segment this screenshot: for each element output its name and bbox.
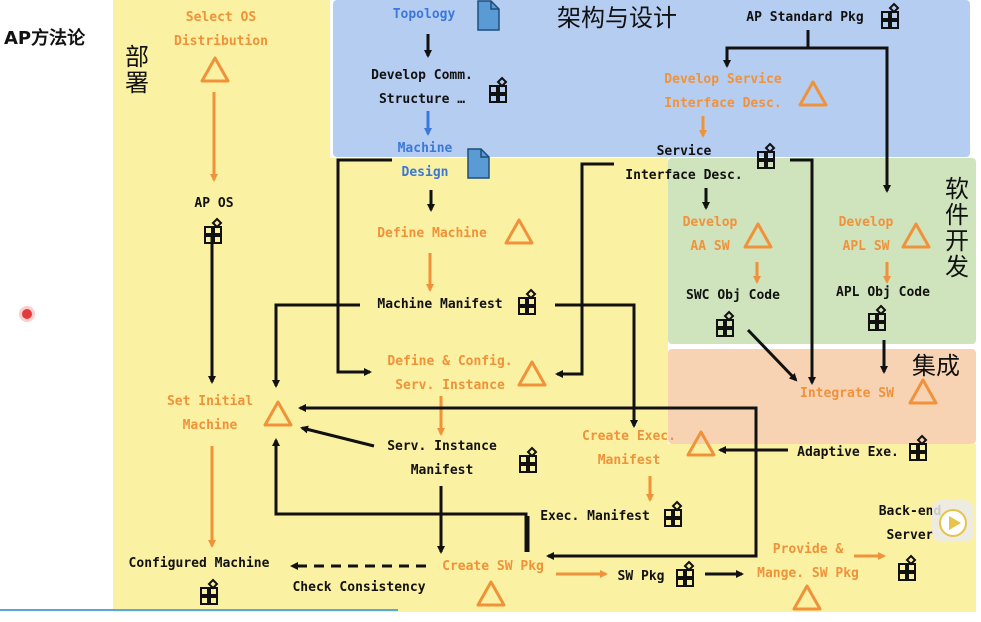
- develop-comm-work-product-icon: [489, 77, 507, 103]
- apl-obj-code-work-product-icon: [868, 305, 886, 331]
- architecture-zone: [333, 0, 970, 157]
- serv-instance-manifest-label: Serv. Instance Manifest: [387, 439, 497, 478]
- set-initial-machine-label: Set Initial Machine: [166, 394, 254, 433]
- integration-zone-label: 集成: [912, 352, 960, 380]
- machine-manifest-work-product-icon: [518, 289, 536, 315]
- cursor-indicator: [22, 309, 32, 319]
- exec-manifest-work-product-icon: [664, 501, 682, 527]
- play-button[interactable]: [932, 500, 974, 542]
- black-flow-arrows: [208, 30, 891, 578]
- develop-aa-sw-label: Develop AA SW: [682, 215, 738, 254]
- service-if-desc-label: Service Interface Desc.: [625, 144, 743, 183]
- deploy-zone-bottom: [668, 444, 976, 612]
- backend-server-label: Back-end Server: [878, 504, 942, 543]
- integrate-sw-label: Integrate SW: [800, 386, 894, 401]
- ap-standard-pkg-label: AP Standard Pkg: [746, 10, 864, 25]
- serv-instance-manifest-work-product-icon: [519, 447, 537, 473]
- machine-design-label: Machine Design: [397, 141, 453, 180]
- exec-manifest-label: Exec. Manifest: [540, 509, 650, 524]
- software-dev-zone: [668, 158, 976, 344]
- create-sw-pkg-label: Create SW Pkg: [442, 559, 544, 574]
- create-exec-manifest-label: Create Exec. Manifest: [582, 429, 676, 468]
- develop-comm-label: Develop Comm. Structure …: [371, 68, 473, 107]
- develop-service-if-triangle-icon: [798, 80, 828, 107]
- provide-manage-label: Provide & Mange. SW Pkg: [757, 542, 859, 581]
- software-dev-zone-label: 软件开发: [945, 175, 969, 281]
- deploy-zone-lower: [330, 158, 668, 612]
- set-initial-machine-triangle-icon: [263, 400, 293, 427]
- select-os-label: Select OS Distribution: [174, 10, 268, 49]
- topology-label: Topology: [392, 7, 456, 22]
- ap-os-label: AP OS: [194, 196, 234, 211]
- service-if-work-product-icon: [757, 143, 775, 169]
- develop-apl-sw-label: Develop APL SW: [838, 215, 894, 254]
- architecture-zone-label: 架构与设计: [557, 4, 677, 32]
- create-sw-pkg-triangle-icon: [476, 580, 506, 607]
- adaptive-exe-label: Adaptive Exe.: [797, 445, 899, 460]
- play-icon: [939, 509, 967, 537]
- sw-pkg-label: SW Pkg: [617, 569, 665, 584]
- bottom-line: [0, 609, 398, 611]
- define-machine-triangle-icon: [504, 218, 534, 245]
- swc-obj-code-label: SWC Obj Code: [686, 288, 780, 303]
- backend-server-work-product-icon: [898, 555, 916, 581]
- integrate-sw-triangle-icon: [908, 378, 938, 405]
- configured-machine-work-product-icon: [200, 579, 218, 605]
- page-title: AP方法论: [4, 28, 86, 49]
- machine-manifest-label: Machine Manifest: [377, 297, 503, 312]
- topology-document-icon: [477, 0, 500, 31]
- ap-standard-pkg-work-product-icon: [881, 3, 899, 29]
- ap-os-work-product-icon: [204, 218, 222, 244]
- configured-machine-label: Configured Machine: [128, 556, 270, 571]
- check-consistency-label: Check Consistency: [292, 580, 426, 595]
- swc-obj-code-work-product-icon: [716, 311, 734, 337]
- develop-aa-sw-triangle-icon: [743, 222, 773, 249]
- develop-service-if-label: Develop Service Interface Desc.: [664, 72, 782, 111]
- define-machine-label: Define Machine: [377, 226, 487, 241]
- machine-design-document-icon: [467, 148, 490, 179]
- create-exec-manifest-triangle-icon: [686, 430, 716, 457]
- define-config-serv-label: Define & Config. Serv. Instance: [387, 354, 513, 393]
- adaptive-exe-work-product-icon: [909, 435, 927, 461]
- select-os-triangle-icon: [200, 56, 230, 83]
- orange-flow-arrows: [208, 92, 891, 578]
- provide-manage-triangle-icon: [792, 584, 822, 611]
- deploy-zone-label: 部署: [125, 43, 149, 97]
- integration-zone: [668, 349, 976, 444]
- sw-pkg-work-product-icon: [676, 561, 694, 587]
- develop-apl-sw-triangle-icon: [901, 222, 931, 249]
- apl-obj-code-label: APL Obj Code: [836, 285, 930, 300]
